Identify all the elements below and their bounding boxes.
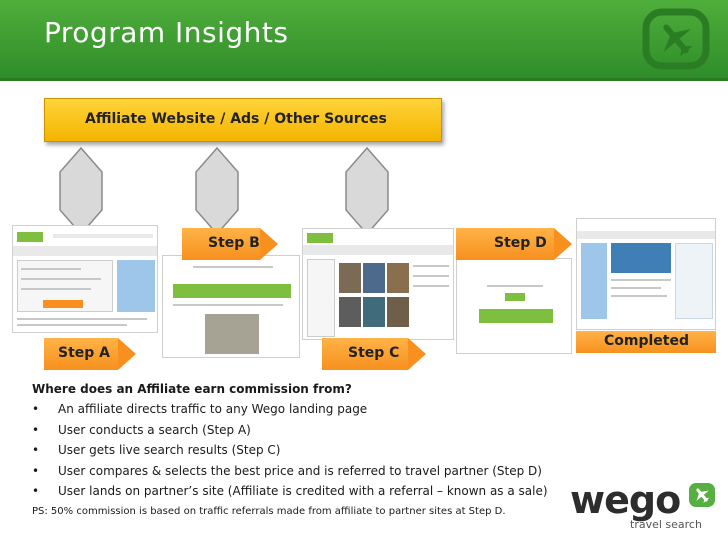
list-item: • User compares & selects the best price … [32, 464, 548, 485]
referral-page-screenshot [456, 258, 572, 354]
list-item-text: User lands on partner’s site (Affiliate … [58, 484, 548, 498]
step-b-label: Step B [208, 235, 260, 251]
plane-tile-icon [642, 8, 710, 70]
step-d-label: Step D [494, 235, 547, 251]
list-item: • User lands on partner’s site (Affiliate… [32, 484, 548, 505]
header-divider [0, 78, 728, 81]
bullet-glyph: • [32, 422, 40, 437]
traffic-source-banner: Affiliate Website / Ads / Other Sources [44, 98, 442, 142]
list-item-text: User compares & selects the best price a… [58, 463, 542, 478]
diamond-icon [195, 146, 239, 236]
page-title: Program Insights [44, 16, 289, 49]
step-a-arrow: Step A [44, 338, 136, 370]
landing-page-screenshot [162, 255, 300, 358]
bullet-list: • An affiliate directs traffic to any Weg… [32, 402, 548, 505]
step-c-label: Step C [348, 345, 400, 361]
step-d-arrow: Step D [456, 228, 572, 260]
search-page-screenshot [12, 225, 158, 333]
bullet-glyph: • [32, 402, 40, 416]
step-b-arrow: Step B [182, 228, 278, 260]
bullet-glyph: • [32, 463, 40, 478]
completed-badge: Completed [576, 331, 716, 353]
list-item: • An affiliate directs traffic to any Weg… [32, 402, 548, 423]
results-page-screenshot [302, 228, 454, 340]
wego-tagline: travel search [630, 518, 702, 531]
bullet-glyph: • [32, 484, 40, 498]
commission-footnote: PS: 50% commission is based on traffic r… [32, 506, 506, 517]
wego-logo: wego travel search [570, 478, 718, 538]
diamond-icon [345, 146, 389, 236]
list-item: • User gets live search results (Step C) [32, 443, 548, 464]
step-a-label: Step A [58, 345, 111, 361]
plane-badge-icon [689, 483, 715, 507]
diamond-icon [59, 146, 103, 236]
list-item: • User conducts a search (Step A) [32, 423, 548, 444]
header-band [0, 0, 728, 78]
commission-question: Where does an Affiliate earn commission … [32, 382, 352, 396]
list-item-text: An affiliate directs traffic to any Wego… [58, 402, 368, 416]
partner-site-screenshot [576, 218, 716, 330]
step-c-arrow: Step C [322, 338, 426, 370]
completed-label: Completed [604, 333, 690, 349]
banner-label: Affiliate Website / Ads / Other Sources [85, 111, 387, 127]
list-item-text: User conducts a search (Step A) [58, 422, 251, 437]
bullet-glyph: • [32, 443, 40, 457]
wego-wordmark: wego [570, 478, 681, 522]
list-item-text: User gets live search results (Step C) [58, 443, 281, 457]
